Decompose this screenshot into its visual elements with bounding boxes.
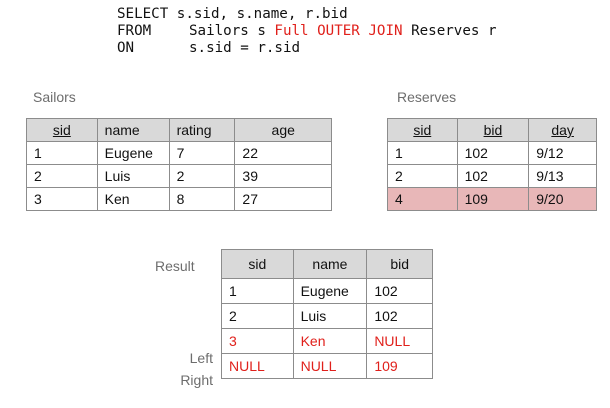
table-row: 1 Eugene 102 — [221, 278, 433, 304]
result-cell-bid: NULL — [366, 328, 433, 354]
sailors-cell-rating: 2 — [168, 164, 236, 188]
sailors-table: sid name rating age 1 Eugene 7 22 2 Luis… — [26, 118, 332, 211]
result-header-bid: bid — [366, 249, 433, 279]
table-row: 1 Eugene 7 22 — [26, 141, 332, 165]
reserves-cell-day: 9/20 — [528, 187, 597, 211]
sql-keyword-from: FROM — [117, 23, 152, 39]
sailors-cell-sid: 2 — [26, 164, 98, 188]
result-cell-name: NULL — [292, 353, 368, 379]
reserves-table: sid bid day 1 102 9/12 2 102 9/13 4 109 … — [387, 118, 597, 211]
table-row-right-only: NULL NULL 109 — [221, 353, 433, 379]
sailors-cell-rating: 7 — [168, 141, 236, 165]
sql-table-reserves: Reserves r — [411, 23, 497, 39]
result-cell-bid: 109 — [366, 353, 433, 379]
reserves-cell-day: 9/12 — [528, 141, 597, 165]
sailors-cell-rating: 8 — [168, 187, 236, 211]
sql-keyword-on: ON — [117, 40, 135, 56]
result-table: sid name bid 1 Eugene 102 2 Luis 102 3 K… — [221, 249, 433, 379]
sailors-cell-name: Luis — [96, 164, 170, 188]
table-row: 2 Luis 2 39 — [26, 164, 332, 188]
result-cell-name: Ken — [292, 328, 368, 354]
reserves-cell-day: 9/13 — [528, 164, 597, 188]
reserves-header-row: sid bid day — [387, 118, 597, 142]
table-row-unmatched: 4 109 9/20 — [387, 187, 597, 211]
sailors-header-rating: rating — [168, 118, 236, 142]
result-cell-sid: 3 — [221, 328, 294, 354]
result-cell-sid: NULL — [221, 353, 294, 379]
result-cell-name: Eugene — [292, 278, 368, 304]
sql-keyword-select: SELECT — [117, 6, 169, 22]
reserves-cell-sid: 4 — [387, 187, 458, 211]
result-cell-name: Luis — [292, 303, 368, 329]
reserves-cell-sid: 1 — [387, 141, 458, 165]
sailors-header-sid: sid — [26, 118, 98, 142]
reserves-caption: Reserves — [397, 89, 457, 105]
result-cell-sid: 2 — [221, 303, 294, 329]
sql-select-line: SELECT s.sid, s.name, r.bid — [117, 6, 497, 23]
result-cell-bid: 102 — [366, 303, 433, 329]
table-row: 2 Luis 102 — [221, 303, 433, 329]
result-header-name: name — [292, 249, 368, 279]
sailors-cell-name: Eugene — [96, 141, 170, 165]
result-header-row: sid name bid — [221, 249, 433, 279]
sql-query: SELECT s.sid, s.name, r.bid FROM Sailors … — [117, 6, 497, 57]
sql-select-columns: s.sid, s.name, r.bid — [176, 6, 348, 22]
sailors-cell-sid: 1 — [26, 141, 98, 165]
table-row: 3 Ken 8 27 — [26, 187, 332, 211]
result-header-sid: sid — [221, 249, 294, 279]
sailors-cell-age: 27 — [234, 187, 332, 211]
sailors-cell-age: 22 — [234, 141, 332, 165]
sailors-header-name: name — [96, 118, 170, 142]
reserves-header-day: day — [528, 118, 597, 142]
right-join-label: Right — [180, 372, 213, 388]
reserves-header-sid: sid — [387, 118, 458, 142]
table-row-left-only: 3 Ken NULL — [221, 328, 433, 354]
table-row: 1 102 9/12 — [387, 141, 597, 165]
sailors-cell-age: 39 — [234, 164, 332, 188]
result-caption: Result — [155, 258, 195, 274]
sailors-cell-name: Ken — [96, 187, 170, 211]
sql-from-line: FROM Sailors s Full OUTER JOIN Reserves r — [117, 23, 497, 40]
sql-table-sailors: Sailors s — [189, 23, 266, 39]
reserves-cell-bid: 102 — [456, 164, 530, 188]
sql-join-type: Full OUTER JOIN — [274, 23, 403, 39]
sailors-cell-sid: 3 — [26, 187, 98, 211]
sailors-header-row: sid name rating age — [26, 118, 332, 142]
reserves-cell-sid: 2 — [387, 164, 458, 188]
sailors-caption: Sailors — [33, 89, 76, 105]
result-cell-bid: 102 — [366, 278, 433, 304]
result-cell-sid: 1 — [221, 278, 294, 304]
sql-on-line: ON s.sid = r.sid — [117, 40, 497, 57]
sql-join-condition: s.sid = r.sid — [189, 40, 301, 56]
sailors-header-age: age — [234, 118, 332, 142]
reserves-cell-bid: 109 — [456, 187, 530, 211]
reserves-cell-bid: 102 — [456, 141, 530, 165]
reserves-header-bid: bid — [456, 118, 530, 142]
left-join-label: Left — [189, 350, 213, 366]
table-row: 2 102 9/13 — [387, 164, 597, 188]
